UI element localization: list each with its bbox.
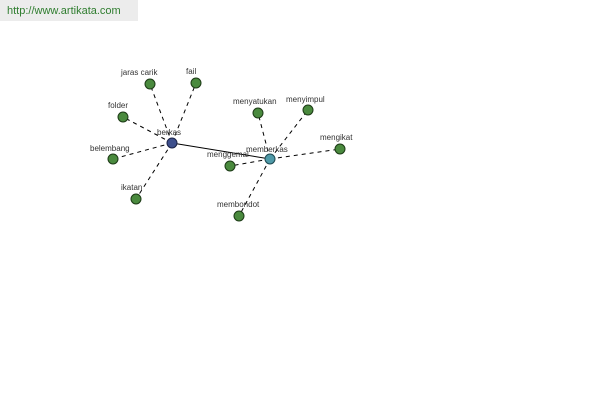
edge-memberkas-membondot: [238, 158, 271, 217]
node-belembang[interactable]: [107, 153, 119, 165]
node-label-folder[interactable]: folder: [108, 101, 128, 110]
node-menyimpul[interactable]: [302, 104, 314, 116]
node-ikatan[interactable]: [130, 193, 142, 205]
node-menggemal[interactable]: [224, 160, 236, 172]
node-jaras_carik[interactable]: [144, 78, 156, 90]
node-label-jaras_carik[interactable]: jaras carik: [120, 68, 158, 77]
node-memberkas[interactable]: [264, 153, 276, 165]
node-label-mengikat[interactable]: mengikat: [320, 133, 353, 142]
node-label-fail[interactable]: fail: [186, 67, 196, 76]
node-label-menyimpul[interactable]: menyimpul: [286, 95, 325, 104]
node-label-ikatan[interactable]: ikatan: [121, 183, 142, 192]
node-fail[interactable]: [190, 77, 202, 89]
edge-berkas-memberkas: [171, 142, 271, 160]
edge-berkas-ikatan: [135, 142, 173, 200]
node-label-membondot[interactable]: membondot: [217, 200, 260, 209]
edge-memberkas-mengikat: [269, 148, 341, 160]
node-membondot[interactable]: [233, 210, 245, 222]
edge-berkas-belembang: [112, 142, 173, 160]
node-label-memberkas[interactable]: memberkas: [246, 145, 288, 154]
source-url-bar: http://www.artikata.com: [0, 0, 138, 21]
edge-berkas-folder: [122, 116, 173, 144]
edges-layer: [112, 82, 341, 217]
labels-layer: berkas memberkas jaras carik fail folder bele…: [90, 67, 353, 209]
node-berkas[interactable]: [166, 137, 178, 149]
node-mengikat[interactable]: [334, 143, 346, 155]
edge-berkas-jaras_carik: [149, 83, 173, 144]
edge-memberkas-menyimpul: [269, 109, 309, 160]
nodes-layer: [107, 77, 346, 222]
node-label-belembang[interactable]: belembang: [90, 144, 130, 153]
edge-memberkas-menggemal: [229, 158, 271, 167]
node-label-menyatukan[interactable]: menyatukan: [233, 97, 277, 106]
node-menyatukan[interactable]: [252, 107, 264, 119]
node-label-berkas[interactable]: berkas: [157, 128, 181, 137]
source-url[interactable]: http://www.artikata.com: [7, 5, 121, 17]
node-label-menggemal[interactable]: menggemal: [207, 150, 249, 159]
node-folder[interactable]: [117, 111, 129, 123]
edge-berkas-fail: [171, 82, 197, 144]
